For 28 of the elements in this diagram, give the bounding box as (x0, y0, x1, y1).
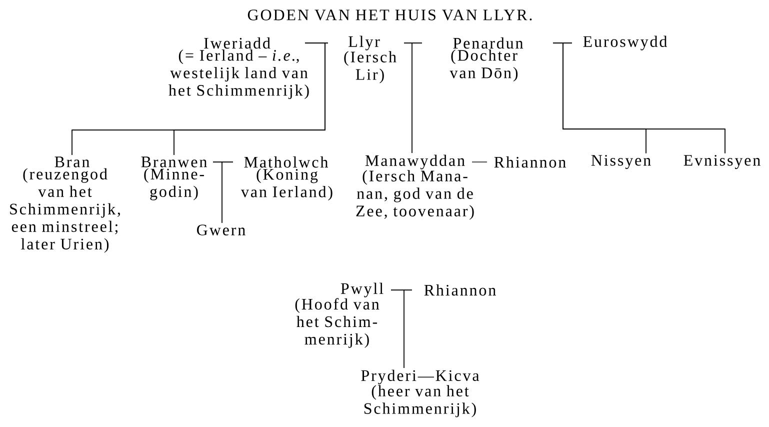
title: GODEN VAN HET HUIS VAN LLYR. (248, 10, 532, 20)
description-text: (heer van het Schimmenrijk) (364, 385, 476, 418)
description-text: (Iersch Lir) (344, 51, 396, 84)
person-name: Llyr (348, 36, 380, 50)
person-name: Branwen (141, 156, 207, 168)
person-name: Rhiannon (494, 156, 566, 168)
person-name: Penardun (453, 37, 524, 49)
description-text: (Iersch Mana-nan, god van de Zee, toovenaar) (356, 170, 474, 220)
person-name: Rhiannon (424, 284, 496, 296)
person-name: Pwyll (340, 282, 384, 298)
description-text: (= Ierland – i.e., westelijk land van het Schimmenrijk) (168, 50, 309, 100)
person-name: Pryderi—Kicva (361, 370, 480, 384)
description-text: (Koning van Ierland) (241, 168, 332, 201)
person-name: Euroswydd (583, 36, 668, 50)
person-name: Iweriadd (204, 37, 270, 49)
description-text: (Hoofd van het Schim-menrijk) (295, 298, 380, 348)
descent-line (412, 42, 422, 154)
person-name: Gwern (197, 224, 246, 236)
description-text: (Dochter van Dōn) (450, 50, 518, 82)
descent-line (222, 162, 234, 224)
person-name: Manawyddan (365, 154, 465, 170)
person-name: Nissyen (591, 154, 651, 170)
description-text: (Minne-godin) (144, 168, 204, 200)
person-name: Bran (54, 156, 90, 168)
person-name: Evnissyen (684, 154, 760, 170)
description-text: (reuzengod van het Schimmenrijk, een minstreel; later Urien) (10, 168, 120, 253)
person-name: Matholwch (244, 156, 328, 168)
descent-line (404, 290, 412, 368)
